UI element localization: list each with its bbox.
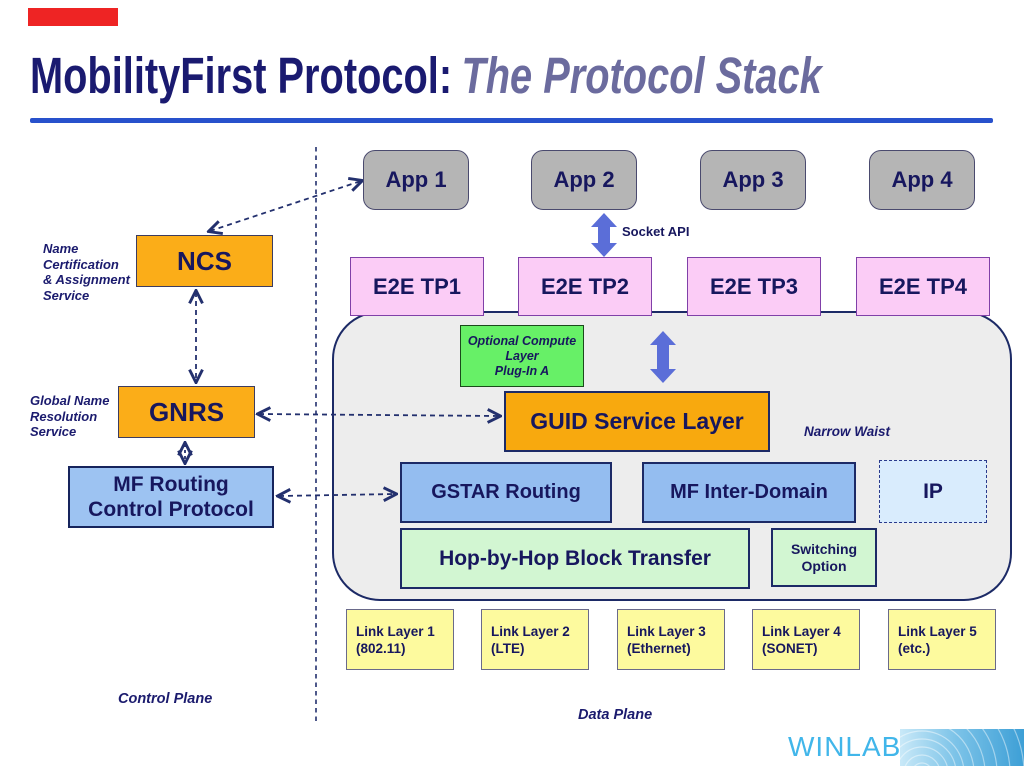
- optional-compute-line2: Layer: [505, 348, 539, 363]
- link-layer-2-tech: (LTE): [491, 640, 525, 656]
- app-3-label: App 3: [722, 167, 784, 192]
- gnrs-caption-line3: Service: [30, 424, 77, 439]
- ncs-caption-line4: Service: [43, 287, 90, 303]
- ncs-box: NCS: [136, 235, 273, 287]
- e2e-tp4-label: E2E TP4: [878, 273, 968, 299]
- mf-routing-line2: Control Protocol: [88, 498, 254, 521]
- optional-compute-line1: Optional Compute: [467, 333, 577, 348]
- gnrs-caption: Global Name Resolution Service: [30, 393, 109, 440]
- switching-option-line2: Option: [801, 557, 847, 574]
- gstar-routing-box: GSTAR Routing: [400, 462, 612, 523]
- socket-api-label: Socket API: [622, 224, 690, 239]
- title-underline: [30, 118, 993, 123]
- gnrs-caption-line2: Resolution: [30, 408, 98, 424]
- ncs-caption-line3: & Assignment: [43, 272, 130, 287]
- ncs-app1-arrow: [210, 181, 361, 231]
- gnrs-guid-arrow: [259, 414, 499, 416]
- title-main: MobilityFirst Protocol:: [30, 47, 453, 104]
- gstar-routing-label: GSTAR Routing: [431, 481, 581, 503]
- optional-compute-line3: Plug-In A: [494, 363, 550, 378]
- tp2-guid-arrow: [650, 331, 676, 383]
- hop-by-hop-box: Hop-by-Hop Block Transfer: [400, 528, 750, 589]
- title-emphasis: The Protocol Stack: [461, 47, 822, 104]
- e2e-tp1-label: E2E TP1: [372, 273, 462, 299]
- mf-inter-domain-label: MF Inter-Domain: [670, 481, 828, 503]
- switching-option-box: Switching Option: [771, 528, 877, 587]
- link-layer-4-box: Link Layer 4 (SONET): [752, 609, 860, 670]
- app-1-box: App 1: [363, 150, 469, 210]
- mf-routing-line1: MF Routing: [113, 473, 229, 496]
- mf-inter-domain-box: MF Inter-Domain: [642, 462, 856, 523]
- winlab-logo-ripple-graphic: [900, 729, 1024, 766]
- mf-routing-control-box: MF Routing Control Protocol: [68, 466, 274, 528]
- winlab-logo-text: WINLAB: [788, 731, 902, 762]
- link-layer-5-box: Link Layer 5 (etc.): [888, 609, 996, 670]
- link-layer-3-box: Link Layer 3 (Ethernet): [617, 609, 725, 670]
- link-layer-4-tech: (SONET): [762, 640, 818, 656]
- ip-label: IP: [923, 479, 943, 503]
- control-plane-label: Control Plane: [118, 691, 213, 707]
- app-4-label: App 4: [891, 167, 953, 192]
- link-layer-2-name: Link Layer 2: [491, 623, 570, 639]
- e2e-tp1-box: E2E TP1: [350, 257, 484, 316]
- e2e-tp3-label: E2E TP3: [709, 273, 799, 299]
- link-layer-3-tech: (Ethernet): [627, 640, 691, 656]
- app-2-box: App 2: [531, 150, 637, 210]
- socket-api-arrow: [591, 213, 617, 257]
- guid-service-layer-box: GUID Service Layer: [504, 391, 770, 452]
- hop-by-hop-label: Hop-by-Hop Block Transfer: [439, 546, 711, 570]
- link-layer-5-tech: (etc.): [898, 640, 931, 656]
- optional-compute-box: Optional Compute Layer Plug-In A: [460, 325, 584, 387]
- narrow-waist-label: Narrow Waist: [804, 424, 891, 439]
- e2e-tp3-box: E2E TP3: [687, 257, 821, 316]
- e2e-tp4-box: E2E TP4: [856, 257, 990, 316]
- link-layer-1-name: Link Layer 1: [356, 623, 435, 639]
- link-layer-4-name: Link Layer 4: [762, 623, 841, 639]
- app-1-label: App 1: [385, 167, 447, 192]
- mfrouting-gstar-arrow: [279, 494, 395, 496]
- link-layer-1-tech: (802.11): [356, 640, 406, 656]
- e2e-tp2-label: E2E TP2: [540, 273, 630, 299]
- app-4-box: App 4: [869, 150, 975, 210]
- link-layer-5-name: Link Layer 5: [898, 623, 977, 639]
- red-accent-bar: [28, 8, 118, 26]
- gnrs-label: GNRS: [148, 396, 225, 427]
- ncs-caption-line2: Certification: [43, 256, 119, 272]
- e2e-tp2-box: E2E TP2: [518, 257, 652, 316]
- app-2-label: App 2: [553, 167, 615, 192]
- ncs-caption: Name Certification & Assignment Service: [43, 241, 130, 303]
- ncs-caption-line1: Name: [43, 241, 79, 256]
- link-layer-3-name: Link Layer 3: [627, 623, 706, 639]
- link-layer-2-box: Link Layer 2 (LTE): [481, 609, 589, 670]
- link-layer-1-box: Link Layer 1 (802.11): [346, 609, 454, 670]
- gnrs-caption-line1: Global Name: [30, 393, 110, 408]
- ip-box: IP: [879, 460, 987, 523]
- guid-service-layer-label: GUID Service Layer: [530, 408, 744, 434]
- slide-title: MobilityFirst Protocol:The Protocol Stac…: [30, 46, 822, 105]
- ncs-label: NCS: [177, 245, 232, 276]
- gnrs-box: GNRS: [118, 386, 255, 438]
- data-plane-label: Data Plane: [578, 707, 653, 723]
- switching-option-line1: Switching: [790, 540, 858, 557]
- app-3-box: App 3: [700, 150, 806, 210]
